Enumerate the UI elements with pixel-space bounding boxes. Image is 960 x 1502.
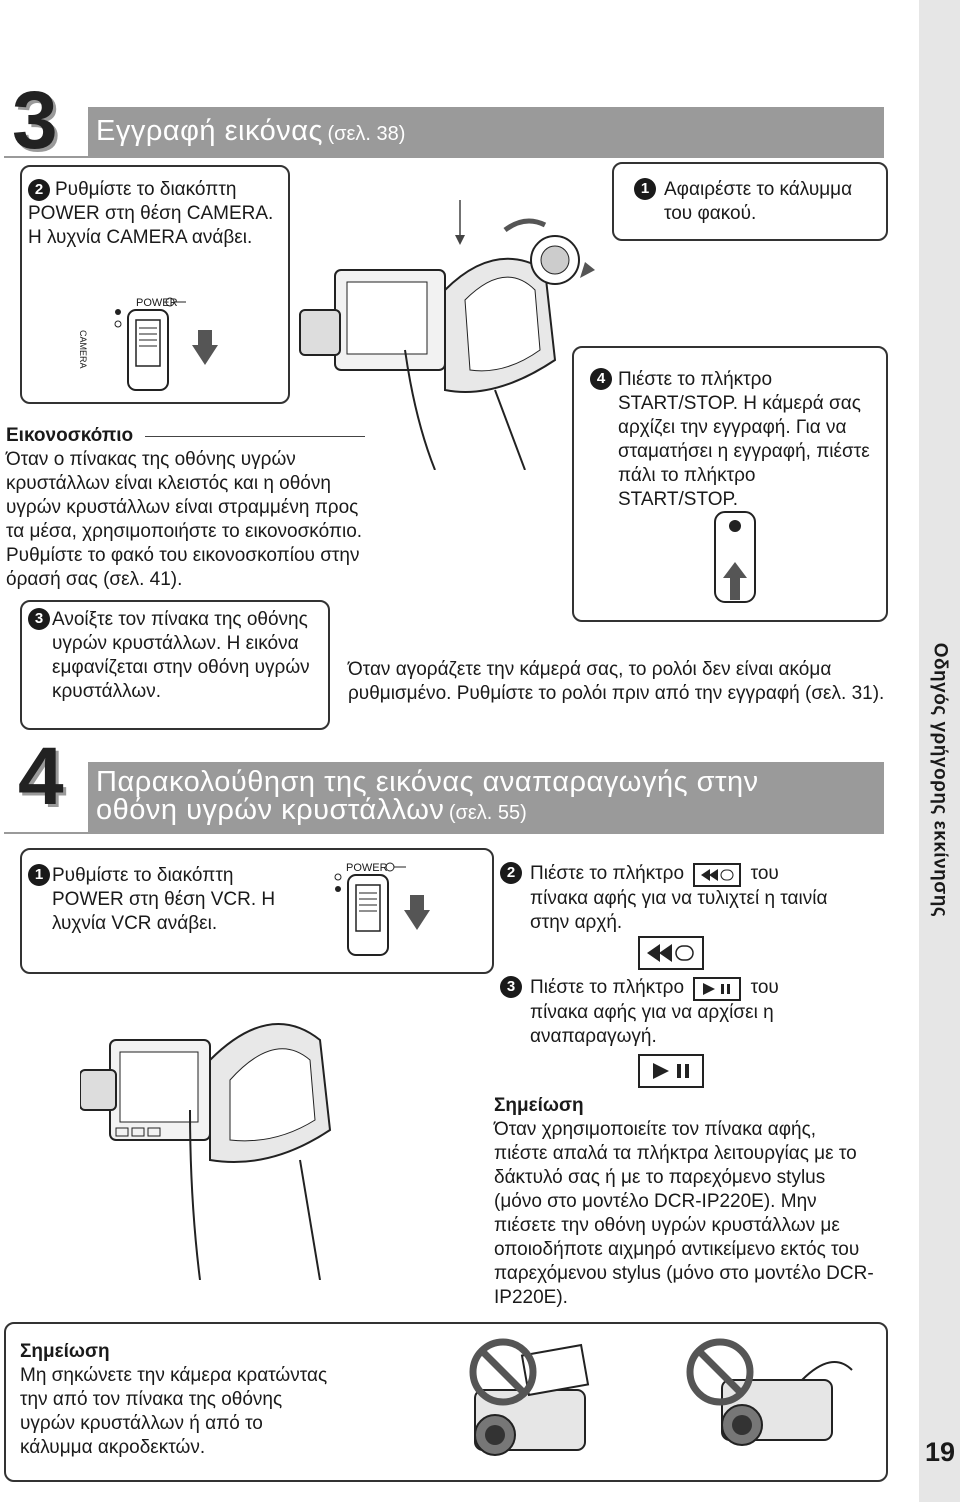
step-1-text-block: 1 Αφαιρέστε το κάλυμμα του φακού. — [634, 178, 870, 226]
s4-note-text: Όταν χρησιμοποιείτε τον πίνακα αφής, πιέ… — [494, 1119, 874, 1308]
step-3-text-block: 3 Ανοίξτε τον πίνακα της οθόνης υγρών κρ… — [28, 608, 318, 704]
step-number-badge: 3 — [28, 608, 50, 630]
sidebar-strip — [919, 0, 960, 1502]
playback-camcorder-illustration — [80, 1023, 332, 1280]
s4-step-3-text-after: του πίνακα αφής για να αρχίσει η αναπαρα… — [530, 977, 779, 1047]
bottom-note-heading: Σημείωση — [20, 1341, 110, 1362]
section-4-title-bar: Παρακολούθηση της εικόνας αναπαραγωγής σ… — [88, 762, 884, 832]
bottom-note-block: Σημείωση Μη σηκώνετε την κάμερα κρατώντα… — [20, 1340, 340, 1460]
sidebar-label: Οδηγός γρήγορης εκκίνησης — [929, 642, 951, 918]
viewfinder-heading: Εικονοσκόπιο — [6, 425, 134, 446]
bottom-note-text: Μη σηκώνετε την κάμερα κρατώντας την από… — [20, 1365, 328, 1458]
section-3-ref: (σελ. 38) — [327, 123, 406, 145]
section-3-title-bar: Εγγραφή εικόνας (σελ. 38) — [88, 107, 884, 157]
prohibited-lift-by-cover-illustration — [686, 1338, 853, 1446]
rewind-icon — [693, 863, 742, 887]
leader-line — [145, 436, 365, 437]
vcr-switch-diagram — [334, 862, 430, 956]
play-pause-button-icon — [638, 1054, 704, 1088]
step-4-text: Πιέστε το πλήκτρο START/STOP. Η κάμερά σ… — [618, 369, 870, 510]
section-4-number: 4 — [18, 731, 64, 822]
power-switch-diagram — [114, 297, 218, 391]
step-number-badge: 1 — [28, 864, 50, 886]
section-4-ref: (σελ. 55) — [448, 802, 527, 824]
play-pause-icon — [693, 977, 742, 1001]
page-number: 19 — [924, 1437, 956, 1467]
section-3-rule — [4, 156, 884, 158]
step-number-badge: 2 — [28, 179, 50, 201]
s4-step-2-text-after: του πίνακα αφής για να τυλιχτεί η ταινία… — [530, 863, 828, 933]
s4-step-1-box — [20, 848, 494, 974]
start-stop-button-diagram — [714, 511, 756, 603]
step-number-badge: 4 — [590, 368, 612, 390]
prohibited-lift-by-lcd-illustration — [469, 1338, 590, 1456]
step-number-badge: 2 — [500, 862, 522, 884]
s4-note-block: Σημείωση Όταν χρησιμοποιείτε τον πίνακα … — [494, 1094, 874, 1310]
step-number-badge: 3 — [500, 976, 522, 998]
clock-note: Όταν αγοράζετε την κάμερά σας, το ρολόι … — [348, 659, 885, 704]
rewind-button-icon — [638, 936, 704, 970]
camera-label: CAMERA — [78, 330, 88, 369]
step-3-box — [20, 600, 330, 730]
camcorder-illustration — [299, 200, 595, 470]
s4-note-heading: Σημείωση — [494, 1095, 584, 1116]
step-1-box — [612, 162, 888, 241]
step-4-text-block: 4 Πιέστε το πλήκτρο START/STOP. Η κάμερά… — [590, 368, 874, 512]
s4-step-1-text: Ρυθμίστε το διακόπτη POWER στη θέση VCR.… — [52, 865, 276, 934]
section-4-title-line-2: οθόνη υγρών κρυστάλλων — [96, 794, 445, 826]
step-2-text: Ρυθμίστε το διακόπτη POWER στη θέση CAME… — [28, 179, 274, 248]
step-3-text: Ανοίξτε τον πίνακα της οθόνης υγρών κρυσ… — [52, 609, 310, 702]
s4-step-1-text-block: 1 Ρυθμίστε το διακόπτη POWER στη θέση VC… — [28, 864, 278, 936]
step-number-badge: 1 — [634, 178, 656, 200]
power-label: POWER — [346, 862, 388, 874]
section-4-rule — [4, 832, 884, 834]
section-4-title-line-1: Παρακολούθηση της εικόνας αναπαραγωγής σ… — [96, 766, 759, 798]
section-3-title: Εγγραφή εικόνας — [96, 115, 323, 147]
section-3-number: 3 — [12, 75, 58, 166]
step-1-text: Αφαιρέστε το κάλυμμα του φακού. — [664, 179, 853, 224]
s4-step-2-text-block: 2 Πιέστε το πλήκτρο του πίνακα αφής για … — [500, 862, 840, 935]
s4-step-3-text-before: Πιέστε το πλήκτρο — [530, 977, 685, 998]
viewfinder-block: Εικονοσκόπιο Όταν ο πίνακας της οθόνης υ… — [6, 424, 376, 592]
power-label: POWER — [136, 297, 178, 309]
s4-step-2-text-before: Πιέστε το πλήκτρο — [530, 863, 685, 884]
s4-step-3-text-block: 3 Πιέστε το πλήκτρο του πίνακα αφής για … — [500, 976, 840, 1049]
viewfinder-text: Όταν ο πίνακας της οθόνης υγρών κρυστάλλ… — [6, 449, 363, 590]
